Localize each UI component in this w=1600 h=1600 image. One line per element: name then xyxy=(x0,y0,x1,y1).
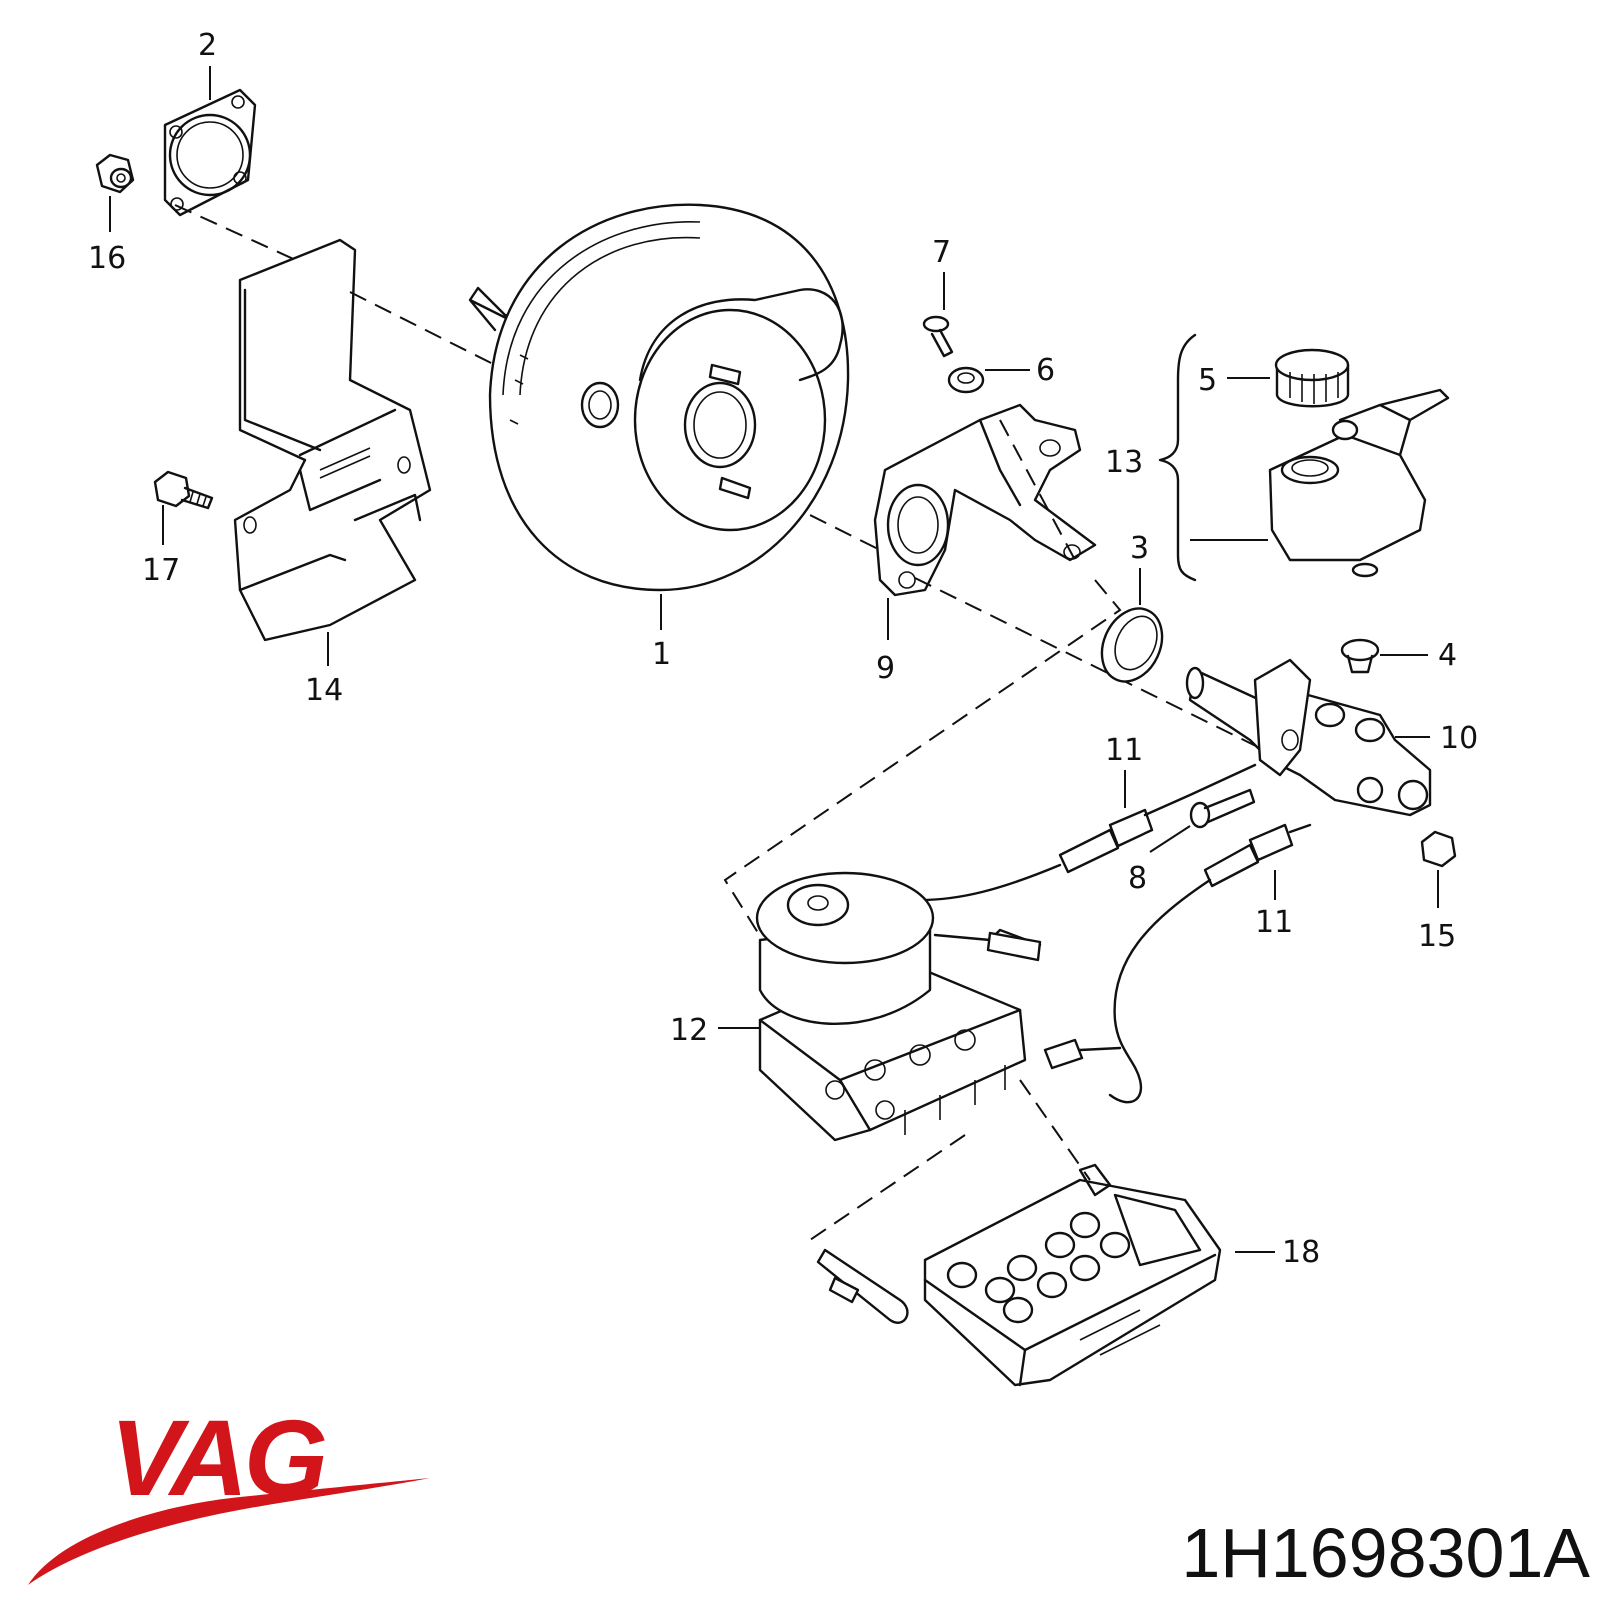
part-master-cylinder xyxy=(1185,658,1432,817)
part-bolt-8 xyxy=(1189,788,1256,829)
part-bracket xyxy=(233,238,432,642)
part-brake-booster xyxy=(468,203,850,592)
callout-11-upper: 11 xyxy=(1105,733,1143,768)
part-hydraulic-unit xyxy=(755,871,1042,1142)
callout-8: 8 xyxy=(1128,861,1147,896)
callout-14: 14 xyxy=(305,673,343,708)
part-gasket xyxy=(163,88,257,217)
callout-11-lower: 11 xyxy=(1255,905,1293,940)
callout-17: 17 xyxy=(142,553,180,588)
part-screw-7 xyxy=(922,315,954,358)
callout-9: 9 xyxy=(876,651,895,686)
callout-1: 1 xyxy=(652,637,671,672)
part-number: 1H1698301A xyxy=(1181,1514,1590,1592)
callout-10: 10 xyxy=(1440,721,1478,756)
callout-12: 12 xyxy=(670,1013,708,1048)
callout-15: 15 xyxy=(1418,919,1456,954)
callout-7: 7 xyxy=(932,235,951,270)
part-seal-ring xyxy=(1100,607,1164,683)
callout-13: 13 xyxy=(1105,445,1143,480)
callout-6: 6 xyxy=(1036,353,1055,388)
callout-labels: 2 16 17 14 1 7 6 9 3 5 13 4 10 11 8 11 1… xyxy=(88,28,1478,1270)
brand-logo: VAG xyxy=(28,1397,430,1585)
callout-3: 3 xyxy=(1130,531,1149,566)
part-bolt-17 xyxy=(153,470,214,510)
callout-18: 18 xyxy=(1282,1235,1320,1270)
part-control-module xyxy=(923,1163,1222,1387)
leader-lines xyxy=(109,66,1439,1253)
part-reservoir xyxy=(1268,388,1450,578)
callout-2: 2 xyxy=(198,28,217,63)
callout-5: 5 xyxy=(1198,363,1217,398)
part-grommet-4 xyxy=(1340,638,1380,674)
part-nut-16 xyxy=(95,153,135,194)
part-grommet-6 xyxy=(947,366,985,394)
part-reservoir-cap xyxy=(1274,348,1350,408)
part-flange-plate xyxy=(873,403,1097,597)
callout-4: 4 xyxy=(1438,638,1457,673)
logo-text: VAG xyxy=(110,1397,325,1518)
part-nut-15 xyxy=(1420,830,1457,868)
logo-swoosh xyxy=(28,1478,430,1585)
part-brake-lines xyxy=(918,763,1312,1104)
callout-16: 16 xyxy=(88,241,126,276)
part-small-hose xyxy=(816,1248,909,1324)
group-brace-13 xyxy=(1158,333,1197,582)
